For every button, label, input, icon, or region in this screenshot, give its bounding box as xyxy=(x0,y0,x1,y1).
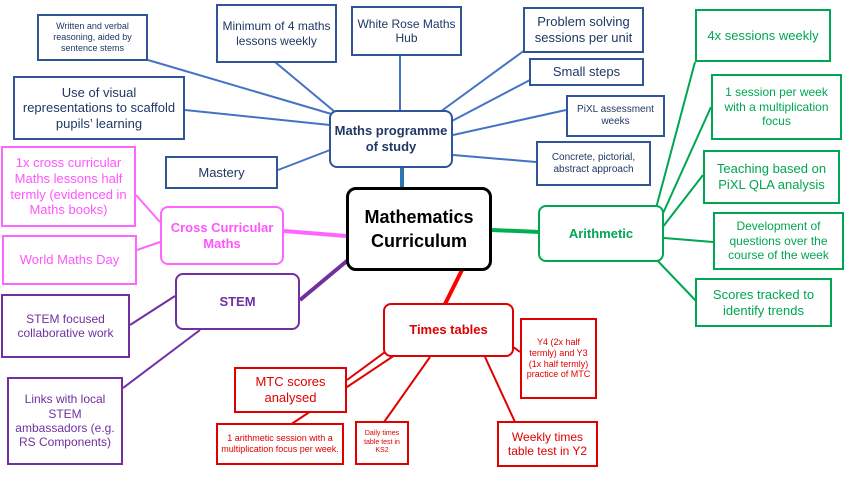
connector-line xyxy=(654,61,696,213)
mtc-practice-node: Y4 (2x half termly) and Y3 (1x half term… xyxy=(520,318,597,399)
mastery-node: Mastery xyxy=(165,156,278,189)
four-sessions-node: 4x sessions weekly xyxy=(695,9,831,62)
center-node: Mathematics Curriculum xyxy=(346,187,492,271)
multiplication-focus-node: 1 session per week with a multiplication… xyxy=(711,74,842,140)
white-rose-node: White Rose Maths Hub xyxy=(351,6,462,56)
pixl-qla-node: Teaching based on PiXL QLA analysis xyxy=(703,150,840,204)
problem-solving-node: Problem solving sessions per unit xyxy=(523,7,644,53)
connector-line xyxy=(129,295,176,326)
cross-curricular-lessons-node: 1x cross curricular Maths lessons half t… xyxy=(1,146,136,227)
visual-representations-node: Use of visual representations to scaffol… xyxy=(13,76,185,140)
cpa-approach-node: Concrete, pictorial, abstract approach xyxy=(536,141,651,186)
hub-arithmetic: Arithmetic xyxy=(538,205,664,262)
small-steps-node: Small steps xyxy=(529,58,644,86)
minimum-lessons-node: Minimum of 4 maths lessons weekly xyxy=(216,4,337,63)
hub-times-tables: Times tables xyxy=(383,303,514,357)
connector-line xyxy=(439,49,526,113)
connector-line xyxy=(491,228,541,234)
connector-line xyxy=(147,59,346,119)
pixl-assessment-node: PiXL assessment weeks xyxy=(566,95,665,137)
connector-line xyxy=(443,269,464,305)
connector-line xyxy=(274,61,336,113)
stem-ambassadors-node: Links with local STEM ambassadors (e.g. … xyxy=(7,377,123,465)
connector-line xyxy=(136,241,161,251)
connector-line xyxy=(452,109,567,136)
connector-line xyxy=(298,258,350,302)
world-maths-day-node: World Maths Day xyxy=(2,235,137,285)
hub-stem: STEM xyxy=(175,273,300,330)
connector-line xyxy=(277,149,331,171)
hub-maths-programme: Maths programme of study xyxy=(329,110,453,168)
connector-line xyxy=(184,109,331,126)
connector-line xyxy=(659,106,712,221)
question-development-node: Development of questions over the course… xyxy=(713,212,844,270)
connector-line xyxy=(661,174,704,229)
connector-line xyxy=(449,79,531,123)
weekly-times-table-node: Weekly times table test in Y2 xyxy=(497,421,598,467)
connector-line xyxy=(663,237,714,243)
stem-collaborative-node: STEM focused collaborative work xyxy=(1,294,130,358)
connector-line xyxy=(654,257,698,303)
connector-line xyxy=(346,351,386,381)
written-verbal-reasoning-node: Written and verbal reasoning, aided by s… xyxy=(37,14,148,61)
scores-tracked-node: Scores tracked to identify trends xyxy=(695,278,832,327)
connector-line xyxy=(452,154,537,163)
daily-times-table-node: Daily times table test in KS2 xyxy=(355,421,409,465)
connector-line xyxy=(122,329,201,389)
hub-cross-curricular: Cross Curricular Maths xyxy=(160,206,284,265)
mtc-scores-node: MTC scores analysed xyxy=(234,367,347,413)
connector-line xyxy=(283,229,347,238)
connector-line xyxy=(135,194,161,223)
arithmetic-session-node: 1 arithmetic session with a multiplicati… xyxy=(216,423,344,465)
connector-line xyxy=(484,356,516,423)
connector-line xyxy=(381,356,431,426)
